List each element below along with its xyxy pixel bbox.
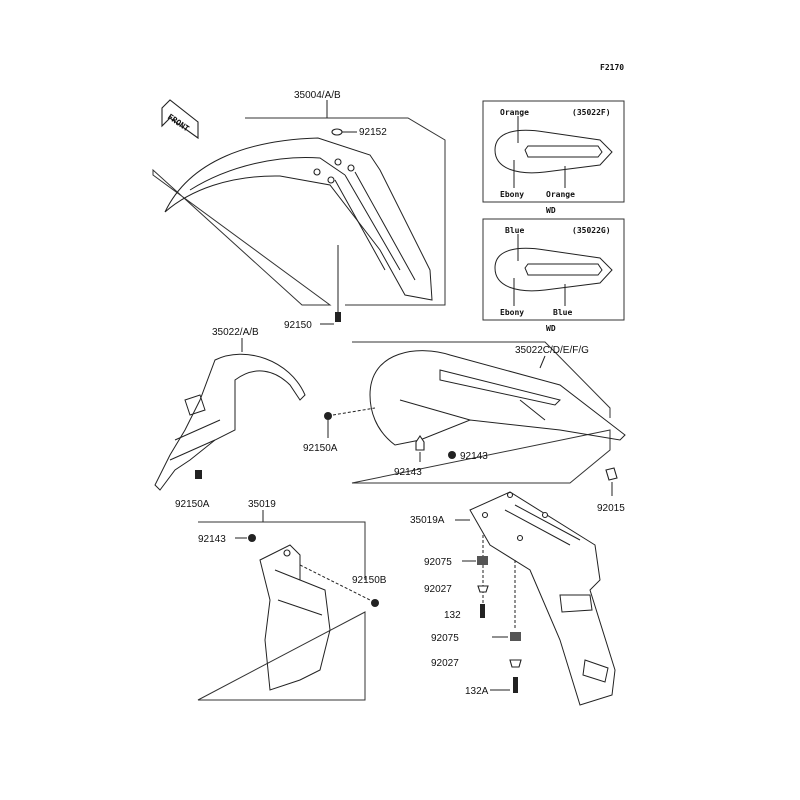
svg-text:(35022F): (35022F) — [572, 108, 611, 117]
svg-text:Orange: Orange — [546, 190, 575, 199]
label-132: 132 — [444, 610, 461, 621]
label-92150B: 92150B — [352, 575, 387, 586]
damper-92075-2 — [510, 632, 521, 641]
label-35022AB: 35022/A/B — [212, 327, 259, 338]
collar-92027-1 — [477, 585, 489, 593]
label-92015: 92015 — [597, 503, 625, 514]
label-35022CDEFG: 35022C/D/E/F/G — [515, 345, 589, 356]
rear-fender-drawing — [369, 350, 626, 446]
label-35019: 35019 — [248, 499, 276, 510]
label-35019A: 35019A — [410, 515, 445, 526]
svg-text:Orange: Orange — [500, 108, 529, 117]
bolt-132 — [480, 604, 485, 618]
bolt-92150A-1 — [324, 412, 332, 420]
damper-92075-1 — [477, 556, 488, 565]
front-fender-drawing — [164, 137, 433, 301]
inset-35022G: Blue (35022G) Ebony Blue WD — [482, 218, 625, 333]
label-92075-2: 92075 — [431, 633, 459, 644]
bolt-92150B — [371, 599, 379, 607]
bolt-92150A-2 — [195, 470, 202, 479]
rear-fender-group-outline — [351, 341, 611, 484]
svg-text:(35022G): (35022G) — [572, 226, 611, 235]
front-fender-group-outline — [152, 117, 446, 306]
svg-text:Ebony: Ebony — [500, 190, 524, 199]
label-92150A-2: 92150A — [175, 499, 210, 510]
bolt-92150 — [335, 312, 341, 322]
label-35004: 35004/A/B — [294, 90, 341, 101]
label-92150: 92150 — [284, 320, 312, 331]
figure-code: F2170 — [600, 63, 624, 72]
front-arrow-icon: FRONT — [161, 99, 199, 140]
label-92027-1: 92027 — [424, 584, 452, 595]
nut-92143-2 — [448, 451, 456, 459]
nut-92143-3 — [248, 534, 256, 542]
washer-92152 — [331, 128, 343, 136]
label-132A: 132A — [465, 686, 489, 697]
label-92152: 92152 — [359, 127, 387, 138]
bolt-132A — [513, 677, 518, 693]
bracket-drawing — [469, 491, 616, 706]
label-92143-2: 92143 — [460, 451, 488, 462]
label-92075-1: 92075 — [424, 557, 452, 568]
nut-92143-1 — [415, 435, 425, 451]
svg-text:Blue: Blue — [505, 226, 524, 235]
inset-35022F: Orange (35022F) Ebony Orange WD — [482, 100, 625, 215]
mud-guard-drawing — [259, 544, 331, 691]
svg-text:Ebony: Ebony — [500, 308, 524, 317]
svg-text:WD: WD — [546, 324, 556, 333]
mud-guard-group-outline — [197, 521, 366, 701]
clip-92015 — [605, 467, 618, 481]
rear-flap-drawing — [154, 353, 306, 491]
label-92143-3: 92143 — [198, 534, 226, 545]
label-92150A-1: 92150A — [303, 443, 338, 454]
label-92027-2: 92027 — [431, 658, 459, 669]
label-92143-1: 92143 — [394, 467, 422, 478]
svg-text:Blue: Blue — [553, 308, 572, 317]
svg-text:WD: WD — [546, 206, 556, 215]
collar-92027-2 — [509, 659, 522, 668]
